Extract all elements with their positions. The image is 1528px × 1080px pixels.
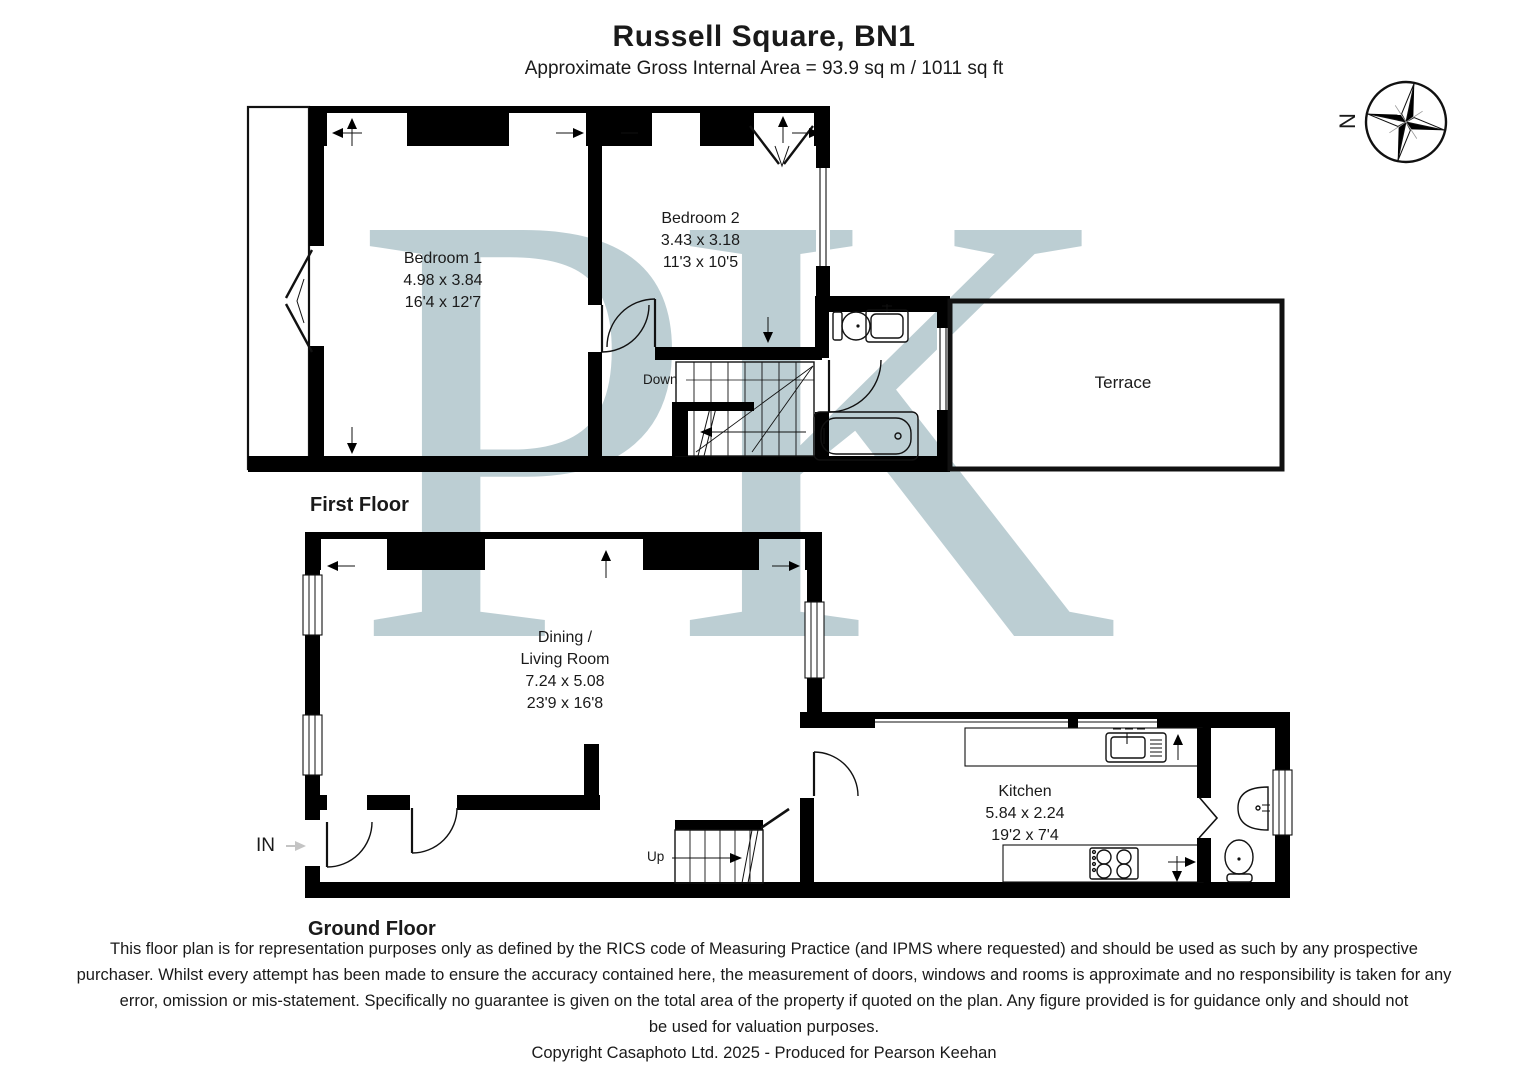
page-subtitle: Approximate Gross Internal Area = 93.9 s… [524,58,1004,79]
disclaimer-block: This floor plan is for representation pu… [0,936,1528,1066]
living-name-line2: Living Room [520,651,610,668]
kitchen-name: Kitchen [998,783,1052,800]
bedroom2-metric: 3.43 x 3.18 [660,232,741,249]
ground-floor-title: Ground Floor [308,918,436,940]
bedroom1-imperial: 16'4 x 12'7 [404,294,482,311]
compass-rose [1364,80,1448,164]
bedroom2-imperial: 11'3 x 10'5 [662,254,739,271]
pk-watermark: PK [352,85,1120,771]
room-label-terrace: Terrace [1094,373,1152,392]
room-label-kitchen: Kitchen 5.84 x 2.24 19'2 x 7'4 [935,781,1115,847]
kitchen-imperial: 19'2 x 7'4 [991,827,1059,844]
window-arrows [286,116,1196,882]
terrace-outline [947,298,1285,472]
bathroom [813,296,950,462]
stairs-up-label: Up [647,849,665,864]
disclaimer-line-2: purchaser. Whilst every attempt has been… [76,966,1452,984]
compass-north-label: N [1334,113,1360,129]
disclaimer-line-4: be used for valuation purposes. [648,1018,880,1036]
bedroom1-name: Bedroom 1 [403,250,483,267]
first-floor-title: First Floor [310,494,409,516]
disclaimer-line-3: error, omission or mis-statement. Specif… [119,992,1409,1010]
living-name-line1: Dining / [537,629,593,646]
wc-fixtures [1224,786,1270,883]
ground-floor-plan [302,532,1293,898]
page-title: Russell Square, BN1 [612,20,916,53]
room-label-living: Dining / Living Room 7.24 x 5.08 23'9 x … [480,627,650,715]
bedroom1-metric: 4.98 x 3.84 [403,272,483,289]
kitchen-metric: 5.84 x 2.24 [985,805,1065,822]
room-label-bedroom1: Bedroom 1 4.98 x 3.84 16'4 x 12'7 [358,248,528,314]
stairs-down [672,361,815,457]
disclaimer-line-1: This floor plan is for representation pu… [110,940,1418,958]
bedroom2-name: Bedroom 2 [661,210,740,227]
stairs-down-label: Down [643,372,678,387]
room-label-bedroom2: Bedroom 2 3.43 x 3.18 11'3 x 10'5 [618,208,783,274]
living-imperial: 23'9 x 16'8 [526,695,604,712]
copyright-line: Copyright Casaphoto Ltd. 2025 - Produced… [531,1044,997,1062]
first-floor-plan [246,105,1285,472]
stairs-up [672,820,764,884]
entrance-in-label: IN [256,835,275,856]
living-metric: 7.24 x 5.08 [525,673,605,690]
